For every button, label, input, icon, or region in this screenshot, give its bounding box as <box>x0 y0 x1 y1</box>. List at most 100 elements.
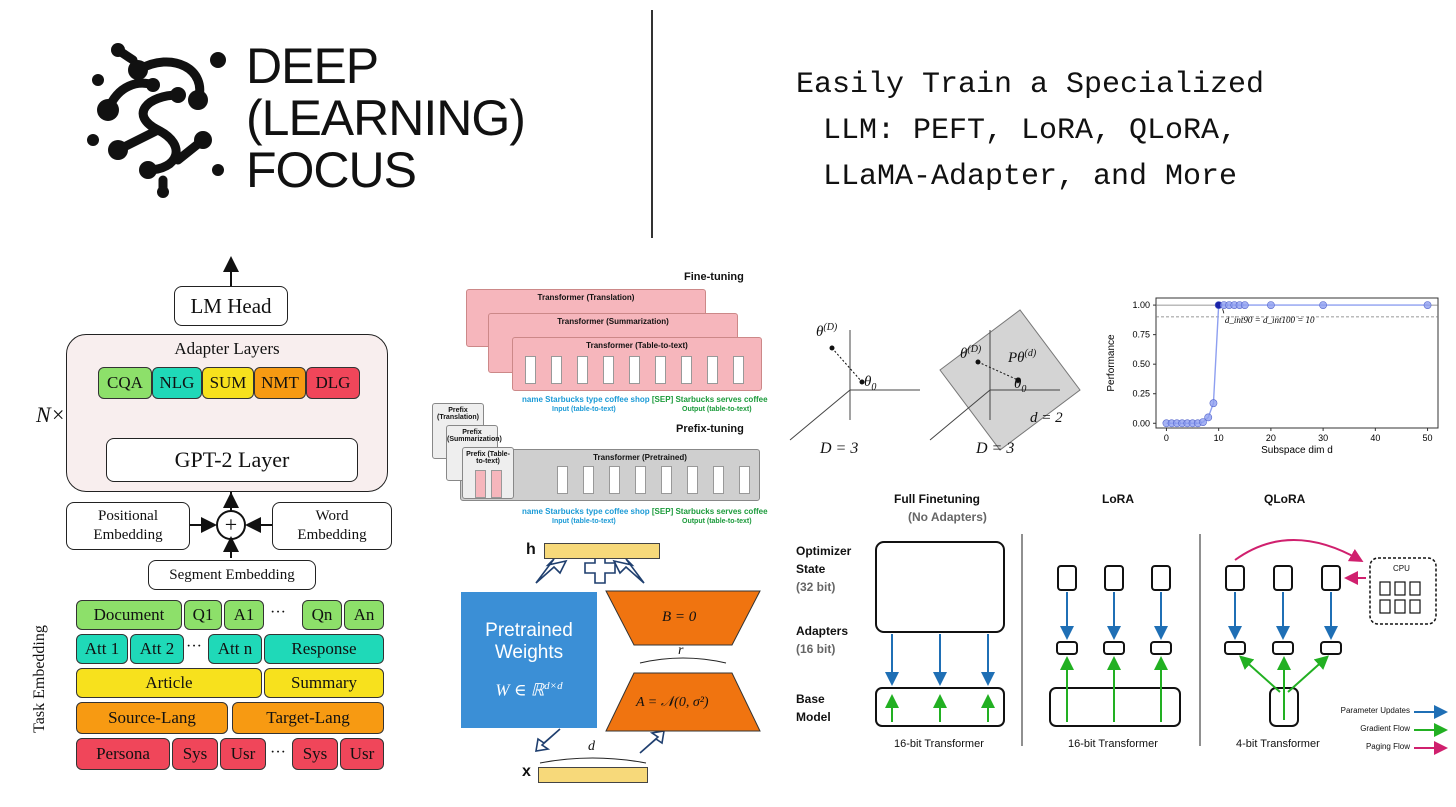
ft-input-token-1: name <box>522 395 543 404</box>
col-qlora-title: QLoRA <box>1264 492 1306 506</box>
col-full-title: Full Finetuning <box>894 492 980 506</box>
row-qn: Qn <box>302 600 342 630</box>
adapter-sum: SUM <box>202 367 254 399</box>
x-tick-label: 30 <box>1318 433 1328 443</box>
gpt2-layer-label: GPT-2 Layer <box>174 447 290 472</box>
prefix-summarization-title: Prefix (Summarization) <box>447 429 502 443</box>
pretrained-label-1: Pretrained <box>485 619 573 641</box>
lm-head-label: LM Head <box>190 293 272 318</box>
row-an: An <box>344 600 384 630</box>
article-headline: Easily Train a Specialized LLM: PEFT, Lo… <box>700 62 1360 200</box>
pt-input-label: Input (table-to-text) <box>552 518 616 525</box>
positional-embedding-box: Positional Embedding <box>66 502 190 550</box>
pt-output-token-3: serves <box>716 507 742 516</box>
adapter-layers-label: Adapter Layers <box>174 339 280 358</box>
row-persona: Persona <box>76 738 170 770</box>
left-theta0: θ0 <box>864 374 877 393</box>
headline-line-1: Easily Train a Specialized <box>795 68 1265 102</box>
bottom-full: 16-bit Transformer <box>894 738 984 750</box>
lora-r-label: r <box>678 643 684 658</box>
right-theta0: θ0 <box>1014 376 1027 395</box>
lora-x-bar <box>538 767 648 783</box>
headline-line-3: LLaMA-Adapter, and More <box>822 160 1238 194</box>
lora-b-label: B = 0 <box>662 609 697 625</box>
right-subspace-label: d = 2 <box>1030 410 1063 426</box>
plus-symbol: + <box>224 512 238 537</box>
data-point <box>1204 413 1213 422</box>
neural-swirl-icon <box>87 43 226 198</box>
prefix-diagram: Fine-tuning Transformer (Translation) Tr… <box>430 265 770 530</box>
annotation-label: d_int90 = d_int100 = 10 <box>1225 315 1315 325</box>
data-point <box>1199 418 1207 426</box>
finetune-tokens: name Starbucks type coffee shop [SEP] St… <box>522 395 772 404</box>
lora-plus: + <box>590 555 591 556</box>
x-tick-label: 10 <box>1214 433 1224 443</box>
prefix-card-table: Prefix (Table-to-text) <box>462 447 514 499</box>
pt-output-token-4: coffee <box>743 507 768 516</box>
col-lora-title: LoRA <box>1102 492 1134 506</box>
legend-gradient-flow: Gradient Flow <box>1360 724 1410 733</box>
ft-output-token-2: Starbucks <box>675 395 715 404</box>
card-summarization-title: Transformer (Summarization) <box>557 317 669 326</box>
bottom-qlora: 4-bit Transformer <box>1236 738 1320 750</box>
subspace-axes <box>789 309 1081 451</box>
brand-line-3: FOCUS <box>246 142 417 198</box>
lora-x-label: x <box>522 763 531 780</box>
brand-name: DEEP (LEARNING) FOCUS <box>246 40 526 198</box>
ft-output-label: Output (table-to-text) <box>682 406 752 413</box>
ft-output-token-3: serves <box>716 395 742 404</box>
pretrained-label-2: Weights <box>494 641 564 663</box>
x-tick-label: 0 <box>1164 433 1169 443</box>
data-point <box>1423 301 1432 309</box>
card-table: Transformer (Table-to-text) <box>512 337 762 391</box>
row-article: Article <box>76 668 262 698</box>
pt-output-token-2: Starbucks <box>675 507 715 516</box>
row-source-lang: Source-Lang <box>76 702 228 734</box>
row-adapters-label: Adapters(16 bit) <box>796 624 849 656</box>
row-sys1: Sys <box>172 738 218 770</box>
lora-arrows <box>535 552 761 764</box>
legend-paging-flow: Paging Flow <box>1365 742 1410 751</box>
y-tick-label: 0.25 <box>1132 389 1150 399</box>
x-axis-label: Subspace dim d <box>1261 445 1333 456</box>
annotation-pointer <box>1222 308 1225 314</box>
word-embedding-label: Word Embedding <box>297 508 367 543</box>
finetuning-title: Fine-tuning <box>684 271 744 283</box>
right-ptheta: Pθ(d) <box>1008 348 1037 366</box>
task-embedding-label: Task Embedding <box>31 625 48 733</box>
prefix-table-title: Prefix (Table-to-text) <box>466 451 510 465</box>
lora-d-label: d <box>588 739 595 754</box>
bottom-lora: 16-bit Transformer <box>1068 738 1158 750</box>
row-response: Response <box>264 634 384 664</box>
data-point <box>1266 301 1275 309</box>
cpu-label: CPU <box>1393 564 1410 573</box>
row-q1: Q1 <box>184 600 222 630</box>
lm-head-box: LM Head <box>174 286 288 326</box>
left-theta: θ(D) <box>816 322 838 340</box>
row5-ellipsis: ··· <box>270 744 286 761</box>
y-axis-label: Performance <box>1106 334 1117 392</box>
ft-input-token-2: Starbucks <box>545 395 584 404</box>
weight-formula: W ∈ ℝd×d <box>495 679 563 700</box>
brand-line-2: (LEARNING) <box>246 90 526 146</box>
x-tick-label: 50 <box>1423 433 1433 443</box>
lora-a-trapezoid <box>605 672 761 732</box>
pt-output-label: Output (table-to-text) <box>682 518 752 525</box>
ft-input-label: Input (table-to-text) <box>552 406 616 413</box>
repeat-label: N× <box>36 402 66 427</box>
card-translation-title: Transformer (Translation) <box>537 293 635 302</box>
card-pretrained-title: Transformer (Pretrained) <box>593 453 687 462</box>
ft-output-token-1: [SEP] <box>651 395 674 404</box>
word-embedding-box: Word Embedding <box>272 502 392 550</box>
row-summary: Summary <box>264 668 384 698</box>
adapter-diagram: LM Head N× Adapter Layers CQA NLG SUM NM… <box>0 250 420 800</box>
adapter-cqa: CQA <box>98 367 152 399</box>
y-tick-label: 0.75 <box>1132 330 1150 340</box>
qlora-comparison: Full Finetuning (No Adapters) LoRA QLoRA… <box>780 486 1456 806</box>
y-tick-label: 0.00 <box>1132 418 1150 428</box>
subspace-sketches: θ(D) θ0 D = 3 θ(D) Pθ(d) θ0 d = 2 D = 3 <box>780 300 1100 470</box>
col-full-subtitle: (No Adapters) <box>908 510 987 524</box>
lora-a-label: A = 𝒩(0, σ²) <box>636 695 709 710</box>
